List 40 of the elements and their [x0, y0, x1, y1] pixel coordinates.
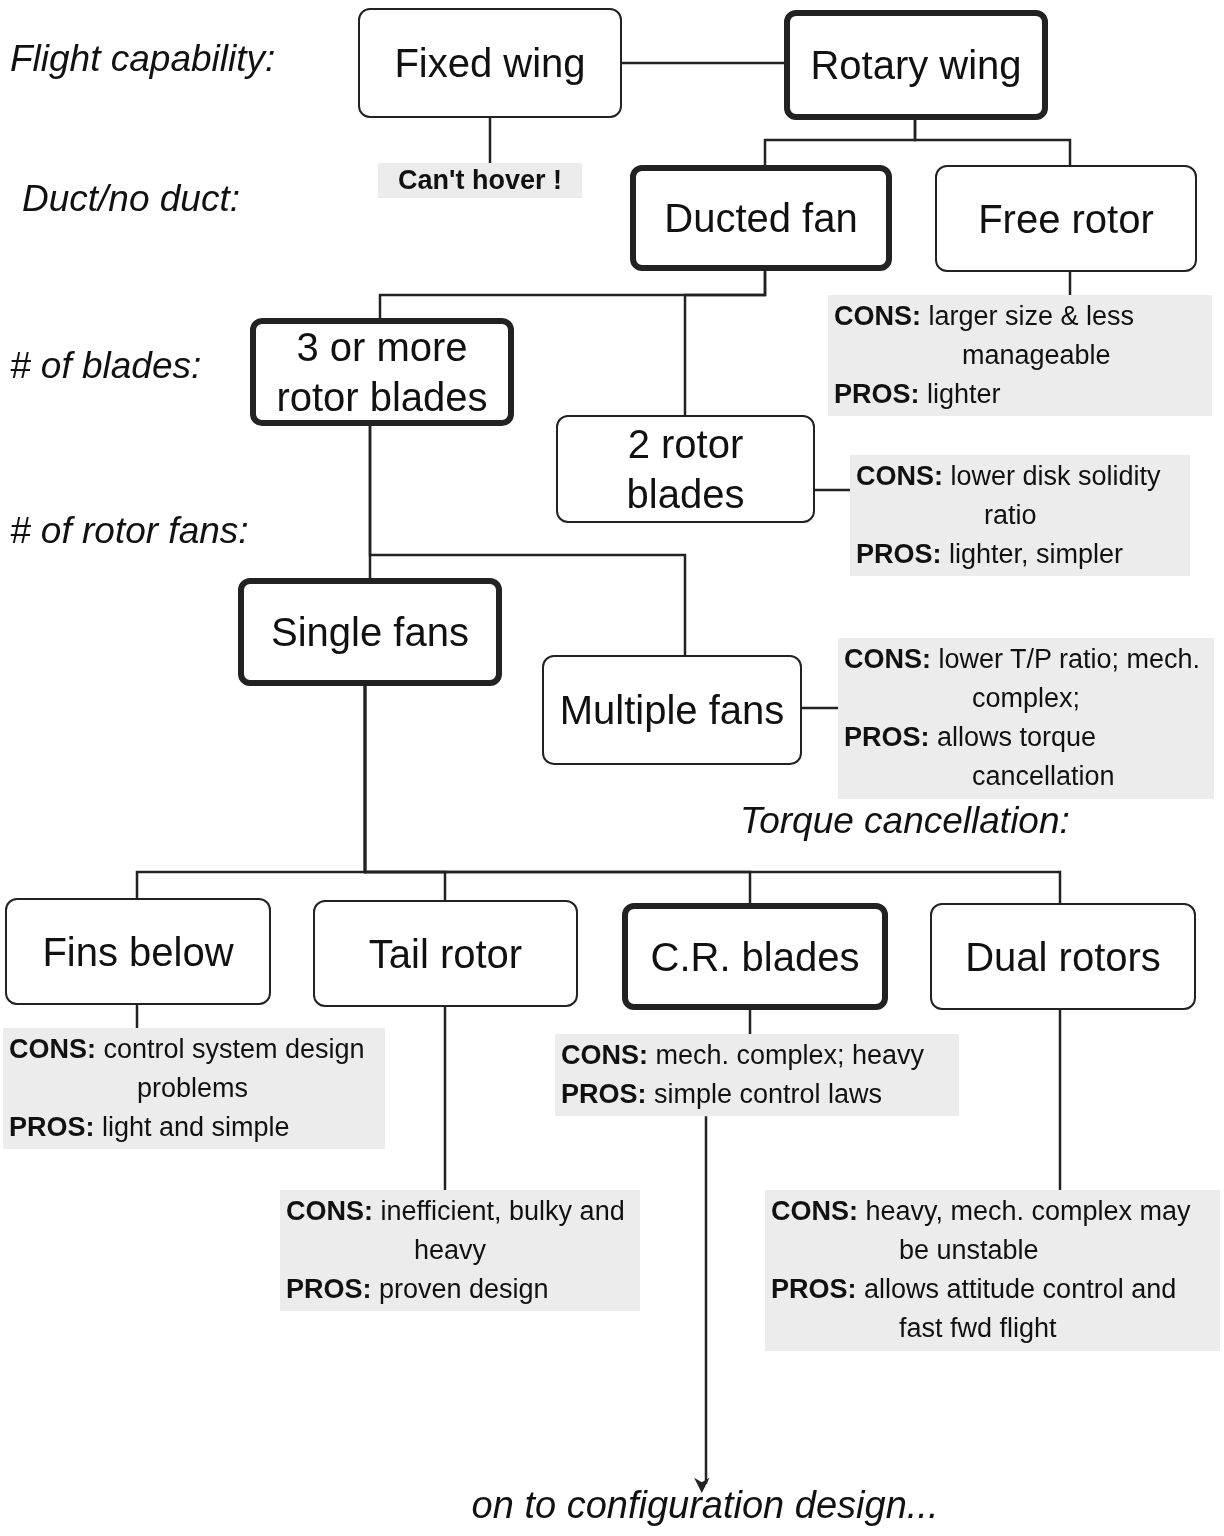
connector-line	[368, 426, 687, 655]
process-box: Dual rotors	[930, 903, 1196, 1010]
highlighted-process-box: Single fans	[238, 578, 502, 686]
connector-line	[622, 61, 784, 65]
connector-line	[815, 488, 850, 492]
highlighted-process-box: 3 or more rotor blades	[250, 318, 514, 426]
highlighted-process-box: Ducted fan	[630, 165, 892, 271]
process-box: Tail rotor	[313, 900, 578, 1007]
level-label: # of rotor fans:	[10, 510, 249, 552]
connector-line	[1058, 1010, 1062, 1190]
level-label: Flight capability:	[10, 38, 276, 80]
process-box: Fixed wing	[358, 8, 622, 118]
arrow	[694, 1116, 710, 1494]
connector-line	[135, 1005, 139, 1028]
highlighted-process-box: Rotary wing	[784, 10, 1048, 120]
pros-cons-note: CONS: heavy, mech. complex may be unstable PROS: allows attitude control and fast fwd flight	[765, 1190, 1220, 1351]
conclusion-text: on to configuration design...	[420, 1484, 990, 1527]
connector-line	[913, 120, 1072, 165]
pros-cons-note: CONS: mech. complex; heavy PROS: simple control laws	[555, 1034, 959, 1117]
process-box: Fins below	[5, 898, 271, 1005]
highlighted-process-box: C.R. blades	[622, 903, 888, 1010]
connector-line	[363, 686, 1062, 903]
pros-cons-note: CONS: inefficient, bulky and heavy PROS: proven design	[280, 1190, 640, 1312]
level-label: Duct/no duct:	[22, 178, 240, 220]
connector-line	[802, 706, 838, 710]
level-label: Torque cancellation:	[740, 800, 1070, 842]
process-box: Free rotor	[935, 165, 1197, 272]
process-box: 2 rotor blades	[556, 415, 815, 523]
connector-line	[488, 118, 492, 163]
pros-cons-note: CONS: control system design problems PROS: light and simple	[3, 1028, 385, 1150]
warning-note: Can't hover !	[378, 163, 582, 198]
pros-cons-note: CONS: lower disk solidity ratio PROS: lighter, simpler	[850, 455, 1190, 577]
level-label: # of blades:	[10, 345, 202, 387]
connector-line	[1068, 272, 1072, 295]
connector-line	[443, 1007, 447, 1190]
connector-line	[683, 271, 767, 415]
pros-cons-note: CONS: larger size & less manageable PROS: lighter	[828, 295, 1212, 417]
process-box: Multiple fans	[542, 655, 802, 765]
connector-line	[748, 1010, 752, 1034]
pros-cons-note: CONS: lower T/P ratio; mech. complex; PROS: allows torque cancellation	[838, 638, 1214, 799]
